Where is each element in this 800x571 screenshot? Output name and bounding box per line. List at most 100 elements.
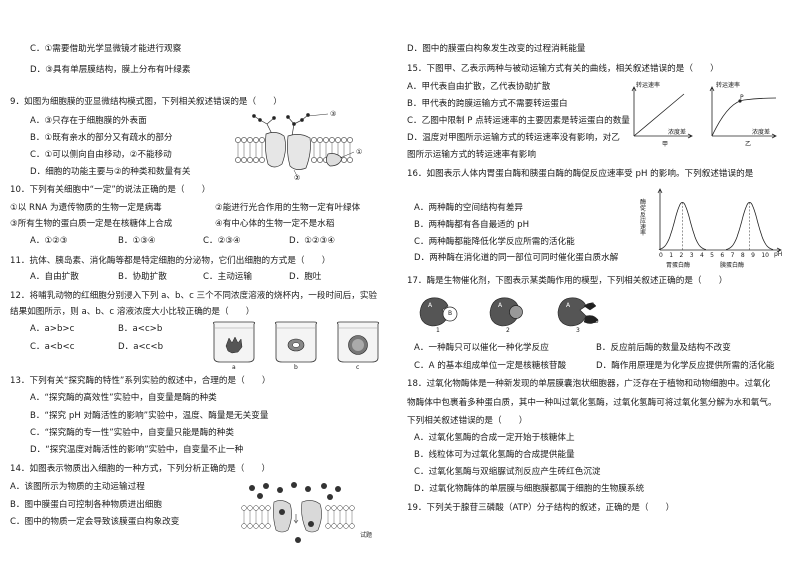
- q13-option-a[interactable]: A．“探究酶的高效性”实验中，自变量是酶的种类: [30, 393, 217, 403]
- ph-curve-chart: [657, 188, 782, 253]
- beaker-c-label: c: [356, 364, 360, 371]
- q16-option-b[interactable]: B．两种酶都有各自最适的 pH: [414, 220, 530, 230]
- q12-option-a[interactable]: A．a>b>c: [30, 324, 75, 334]
- q12-option-c[interactable]: C．a<b<c: [30, 342, 75, 352]
- q18-stem-line2: 物酶体中包裹着多种蛋白质，其中一种叫过氧化氢酶，过氧化氢酶可将过氧化氢分解为水和…: [407, 398, 777, 408]
- q16-option-a[interactable]: A．两种酶的空间结构有差异: [414, 203, 524, 213]
- q15-option-b[interactable]: B．甲代表的跨膜运输方式不需要转运蛋白: [407, 99, 568, 109]
- q14-option-d[interactable]: D．图中的膜蛋白构象发生改变的过程消耗能量: [407, 44, 586, 54]
- jia-y-label: 转运速率: [636, 82, 661, 89]
- q10-option-d[interactable]: D．①②③④: [289, 236, 336, 246]
- q10-statement-4: ④有中心体的生物一定不是水稻: [215, 219, 335, 229]
- ph-tick: 5: [710, 252, 714, 259]
- q10-option-c[interactable]: C．②③④: [203, 236, 241, 246]
- jia-x-label: 浓度差: [668, 129, 687, 136]
- q12-stem-line2: 结果如图所示，则 a、b、c 溶液浓度大小比较正确的是（ ）: [10, 307, 255, 317]
- q18-option-c[interactable]: C．过氧化氢酶与双缩脲试剂反应产生砖红色沉淀: [414, 467, 601, 477]
- pepsin-curve: [658, 201, 706, 250]
- ph-tick: 6: [720, 252, 725, 259]
- legend-trypsin: 胰蛋白酶: [720, 262, 745, 269]
- enzyme-label-b: B: [448, 310, 453, 317]
- ph-tick: 3: [689, 252, 694, 259]
- q9-label-3: ③: [330, 110, 337, 118]
- q16-stem: 16．如图表示人体内胃蛋白酶和胰蛋白酶的酶促反应速率受 pH 的影响。下列叙述错…: [407, 169, 754, 179]
- ph-tick: 10: [761, 252, 769, 259]
- ph-tick: 9: [751, 252, 755, 259]
- yi-x-label: 浓度差: [752, 129, 771, 136]
- q15-option-d-line2[interactable]: 图所示运输方式的转运速率有影响: [407, 150, 536, 160]
- q17-option-b[interactable]: B．反应前后酶的数量及结构不改变: [596, 343, 731, 353]
- ph-tick: 7: [730, 252, 735, 259]
- q14-option-c[interactable]: C．图中的物质一定会导致该膜蛋白构象改变: [10, 517, 180, 527]
- q17-stem: 17．酶是生物催化剂，下图表示某类酶作用的模型，下列相关叙述正确的是（ ）: [407, 276, 728, 286]
- q13-stem: 13．下列有关“探究酶的特性”系列实验的叙述中，合理的是（ ）: [10, 376, 271, 386]
- q18-option-d[interactable]: D．过氧化物酶体的单层膜与细胞膜都属于细胞的生物膜系统: [414, 484, 645, 494]
- membrane-figure: [235, 113, 355, 179]
- q8-option-d[interactable]: D．③具有单层膜结构，膜上分布有叶绿素: [30, 65, 191, 75]
- q9-stem: 9．如图为细胞膜的亚显微结构模式图，下列相关叙述错误的是（ ）: [10, 97, 282, 107]
- q15-option-c[interactable]: C．乙图中限制 P 点转运速率的主要因素是转运蛋白的数量: [407, 116, 630, 126]
- legend-pepsin: 胃蛋白酶: [666, 262, 691, 269]
- q12-option-d[interactable]: D．a<c<b: [118, 342, 164, 352]
- beaker-b-label: b: [294, 364, 298, 371]
- beaker-figure: [212, 321, 380, 363]
- q11-option-b[interactable]: B．协助扩散: [118, 272, 167, 282]
- q15-stem: 15．下图甲、乙表示两种与被动运输方式有关的曲线，相关叙述错误的是（ ）: [407, 64, 719, 74]
- q11-option-c[interactable]: C．主动运输: [203, 272, 252, 282]
- q13-option-c[interactable]: C．“探究酶的专一性”实验中，自变量只能是酶的种类: [30, 428, 234, 438]
- q9-label-2: ②: [294, 174, 301, 182]
- q14-stem: 14．如图表示物质出入细胞的一种方式，下列分析正确的是（ ）: [10, 464, 271, 474]
- enzyme-step-3: 3: [576, 327, 580, 334]
- enzyme-label-a1: A: [428, 302, 433, 309]
- q10-option-a[interactable]: A．①②③: [30, 236, 68, 246]
- q12-option-b[interactable]: B．a<c>b: [118, 324, 163, 334]
- ph-x-axis: [660, 247, 782, 253]
- enzyme-label-a3: A: [566, 302, 571, 309]
- yi-point-p: P: [740, 94, 744, 101]
- q13-option-d[interactable]: D．“探究温度对酶活性的影响”实验中，自变量不止一种: [30, 445, 244, 455]
- q10-option-b[interactable]: B．①③④: [118, 236, 156, 246]
- q18-option-b[interactable]: B．线粒体可为过氧化氢酶的合成提供能量: [414, 450, 575, 460]
- q11-option-a[interactable]: A．自由扩散: [30, 272, 79, 282]
- exam-tag: 试题: [360, 532, 373, 539]
- q18-option-a[interactable]: A．过氧化氢酶的合成一定开始于核糖体上: [414, 433, 575, 443]
- graph-yi: [709, 86, 777, 139]
- q17-option-a[interactable]: A．一种酶只可以催化一种化学反应: [414, 343, 549, 353]
- jia-caption: 甲: [662, 141, 669, 148]
- enzyme-model-figure: [419, 297, 599, 327]
- q12-stem-line1: 12．将哺乳动物的红细胞分别浸入下列 a、b、c 三个不同浓度溶液的烧杯内，一段…: [10, 291, 378, 301]
- q11-option-d[interactable]: D．胞吐: [289, 272, 322, 282]
- ph-tick: 2: [679, 252, 684, 259]
- q8-option-c[interactable]: C．①需要借助光学显微镜才能进行观察: [30, 44, 182, 54]
- q10-statement-3: ③所有生物的蛋白质一定是在核糖体上合成: [10, 219, 173, 229]
- ph-tick: 4: [699, 252, 704, 259]
- q15-option-a[interactable]: A．甲代表自由扩散，乙代表协助扩散: [407, 82, 551, 92]
- q14-option-b[interactable]: B．图中膜蛋白可控制各种物质进出细胞: [10, 500, 162, 510]
- enzyme-label-d: D: [594, 318, 599, 325]
- q10-statement-1: ①以 RNA 为遗传物质的生物一定是病毒: [10, 203, 162, 213]
- ph-x-label: pH: [774, 251, 783, 258]
- q18-stem-line3: 下列相关叙述错误的是（ ）: [407, 416, 528, 426]
- q9-option-a[interactable]: A．③只存在于细胞膜的外表面: [30, 116, 147, 126]
- q16-option-c[interactable]: C．两种酶都能降低化学反应所需的活化能: [414, 237, 575, 247]
- q9-option-b[interactable]: B．①既有亲水的部分又有疏水的部分: [30, 133, 173, 143]
- enzyme-label-c: C: [590, 302, 595, 309]
- q16-option-d[interactable]: D．两种酶在消化道的同一部位可同时催化蛋白质水解: [414, 253, 619, 263]
- left-column: C．①需要借助光学显微镜才能进行观察 D．③具有单层膜结构，膜上分布有叶绿素 9…: [0, 0, 395, 571]
- q10-statement-2: ②能进行光合作用的生物一定有叶绿体: [215, 203, 361, 213]
- q13-option-b[interactable]: B．“探究 pH 对酶活性的影响”实验中，温度、酶量是无关变量: [30, 411, 269, 421]
- q9-label-1: ①: [356, 148, 363, 156]
- q17-option-c[interactable]: C．A 的基本组成单位一定是核糖核苷酸: [414, 361, 567, 371]
- q18-stem-line1: 18．过氧化物酶体是一种新发现的单层膜囊泡状细胞器，广泛存在于植物和动物细胞中。…: [407, 379, 771, 389]
- transport-figure: [241, 482, 355, 543]
- q9-option-c[interactable]: C．①可以侧向自由移动，②不能移动: [30, 150, 172, 160]
- q14-option-a[interactable]: A．该图所示为物质的主动运输过程: [10, 482, 145, 492]
- ph-tick: 8: [740, 252, 745, 259]
- q9-option-d[interactable]: D．细胞的功能主要与②的种类和数量有关: [30, 167, 191, 177]
- yi-y-label: 转运速率: [716, 82, 741, 89]
- enzyme-step-2: 2: [506, 327, 510, 334]
- beaker-a-label: a: [232, 364, 236, 371]
- q17-option-d[interactable]: D．酶作用原理是为化学反应提供所需的活化能: [596, 361, 775, 371]
- ph-tick: 1: [669, 252, 674, 259]
- q15-option-d-line1[interactable]: D．温度对甲图所示运输方式的转运速率没有影响，对乙: [407, 133, 620, 143]
